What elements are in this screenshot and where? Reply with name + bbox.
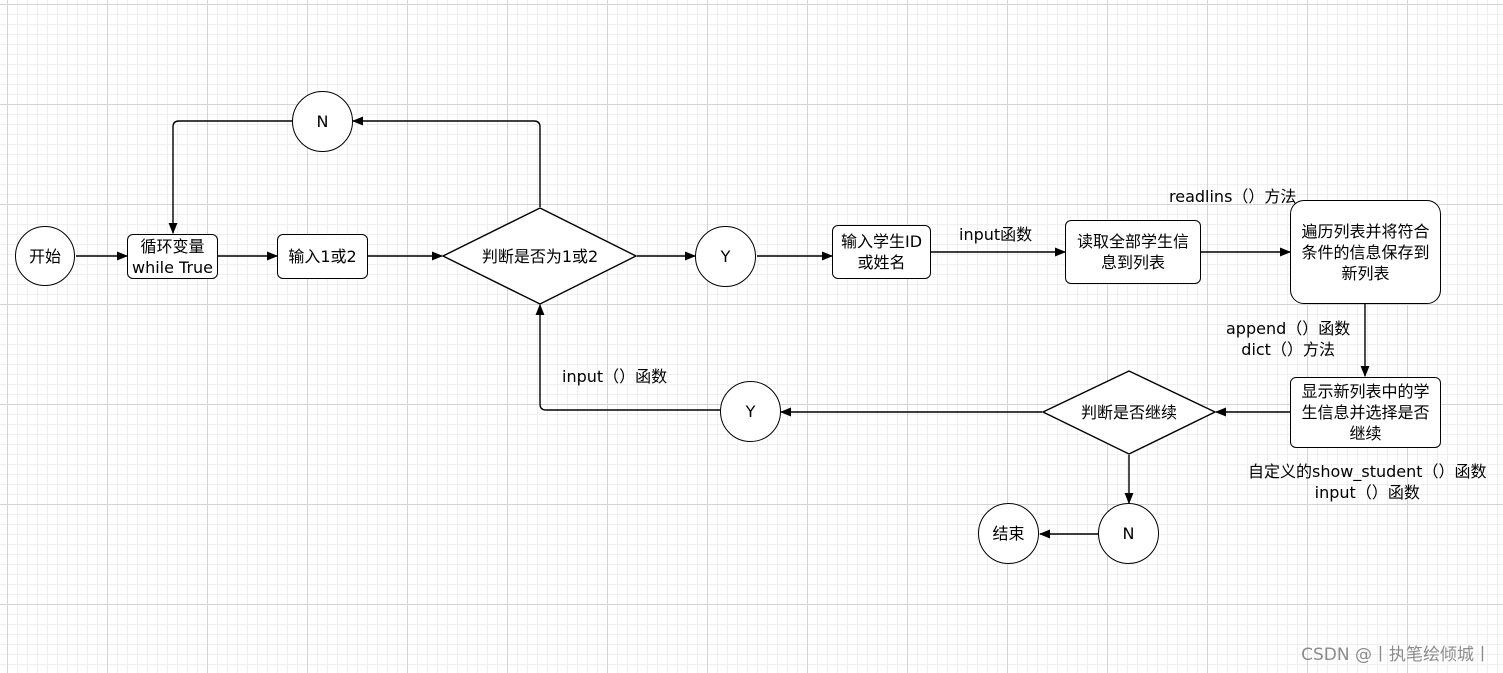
edge-label-show-student: 自定义的show_student（）函数 input（）函数 — [1248, 462, 1487, 502]
y-bottom-node: Y — [720, 381, 781, 442]
y-mid-node: Y — [695, 226, 756, 287]
n-bottom-node: N — [1098, 503, 1159, 564]
end-node: 结束 — [978, 503, 1039, 564]
y-mid-label: Y — [720, 247, 731, 266]
loop-variable-label: 循环变量 while True — [131, 236, 214, 277]
input-1-2-label: 输入1或2 — [288, 247, 357, 266]
y-bottom-label: Y — [745, 402, 756, 421]
csdn-watermark: CSDN @丨执笔绘倾城丨 — [1301, 645, 1491, 665]
decision-1-2-label: 判断是否为1或2 — [481, 246, 599, 266]
input-1-2-node: 输入1或2 — [277, 234, 368, 279]
read-all-label: 读取全部学生信 息到列表 — [1076, 232, 1189, 272]
decision-continue-label: 判断是否继续 — [1080, 402, 1177, 422]
traverse-list-node: 遍历列表并将符合 条件的信息保存到 新列表 — [1290, 200, 1441, 304]
edge-y-bottom-to-decision — [535, 303, 720, 411]
show-new-list-node: 显示新列表中的学 生信息并选择是否 继续 — [1290, 377, 1441, 448]
n-bottom-label: N — [1122, 524, 1135, 543]
n-top-node: N — [292, 91, 353, 152]
edge-label-input-paren: input（）函数 — [562, 367, 668, 386]
decision-continue-node: 判断是否继续 — [1043, 392, 1215, 432]
traverse-list-label: 遍历列表并将符合 条件的信息保存到 新列表 — [1301, 221, 1430, 283]
n-top-label: N — [316, 112, 329, 131]
edge-n-top-to-loop — [168, 120, 293, 235]
edge-label-append-dict: append（）函数 dict（）方法 — [1226, 319, 1351, 359]
start-node: 开始 — [15, 226, 75, 286]
end-label: 结束 — [992, 524, 1025, 543]
start-label: 开始 — [28, 246, 61, 266]
decision-1-2-shape — [441, 207, 638, 305]
decision-continue-shape — [1041, 370, 1217, 455]
loop-variable-node: 循环变量 while True — [127, 234, 218, 279]
show-new-list-label: 显示新列表中的学 生信息并选择是否 继续 — [1301, 382, 1430, 443]
input-student-id-node: 输入学生ID 或姓名 — [832, 225, 931, 279]
read-all-node: 读取全部学生信 息到列表 — [1065, 220, 1201, 284]
input-student-id-label: 输入学生ID 或姓名 — [840, 232, 923, 272]
edge-label-readlins: readlins（）方法 — [1169, 187, 1297, 206]
decision-1-2-node: 判断是否为1或2 — [443, 236, 637, 276]
edge-decision-to-n-top — [351, 116, 541, 207]
edge-label-input-function: input函数 — [959, 225, 1033, 244]
